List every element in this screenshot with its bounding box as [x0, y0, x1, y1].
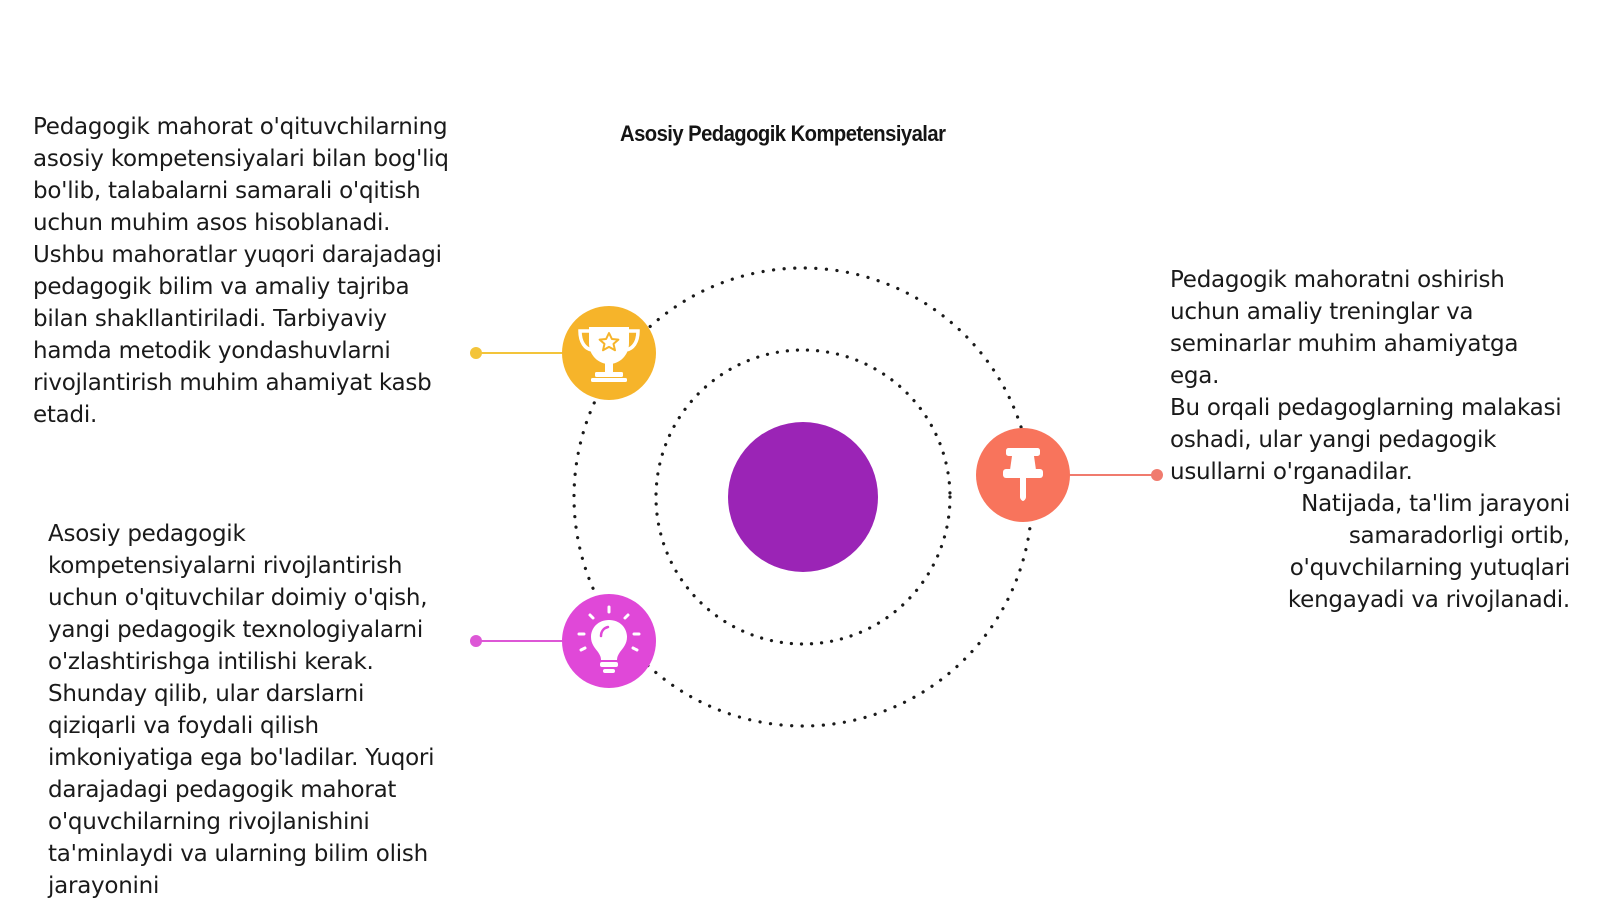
trophy-connector-dot — [470, 347, 482, 359]
paragraph: Natijada, ta'lim jarayoni samaradorligi … — [1287, 491, 1570, 613]
text-block-top-left: Pedagogik mahorat o'qituvchilarning asos… — [33, 111, 453, 431]
bulb-connector-dot — [470, 635, 482, 647]
pushpin-icon — [1003, 448, 1043, 501]
paragraph: Pedagogik mahoratni oshirish uchun amali… — [1170, 267, 1519, 389]
trophy-node — [562, 306, 656, 400]
bulb-node — [562, 594, 656, 688]
text-block-right: Pedagogik mahoratni oshirish uchun amali… — [1170, 264, 1570, 616]
text-block-bottom-left: Asosiy pedagogik kompetensiyalarni rivoj… — [48, 518, 448, 900]
inner-orbit — [654, 348, 952, 646]
paragraph: Asosiy pedagogik kompetensiyalarni rivoj… — [48, 521, 435, 899]
trophy-icon — [578, 327, 640, 382]
pin-connector-dot — [1151, 469, 1163, 481]
paragraph: Bu orqali pedagoglarning malakasi oshadi… — [1170, 395, 1562, 485]
center-circle — [728, 422, 878, 572]
pin-node — [976, 428, 1070, 522]
paragraph: Pedagogik mahorat o'qituvchilarning asos… — [33, 114, 449, 428]
lightbulb-icon — [577, 605, 641, 673]
page-title: Asosiy Pedagogik Kompetensiyalar — [620, 121, 946, 146]
